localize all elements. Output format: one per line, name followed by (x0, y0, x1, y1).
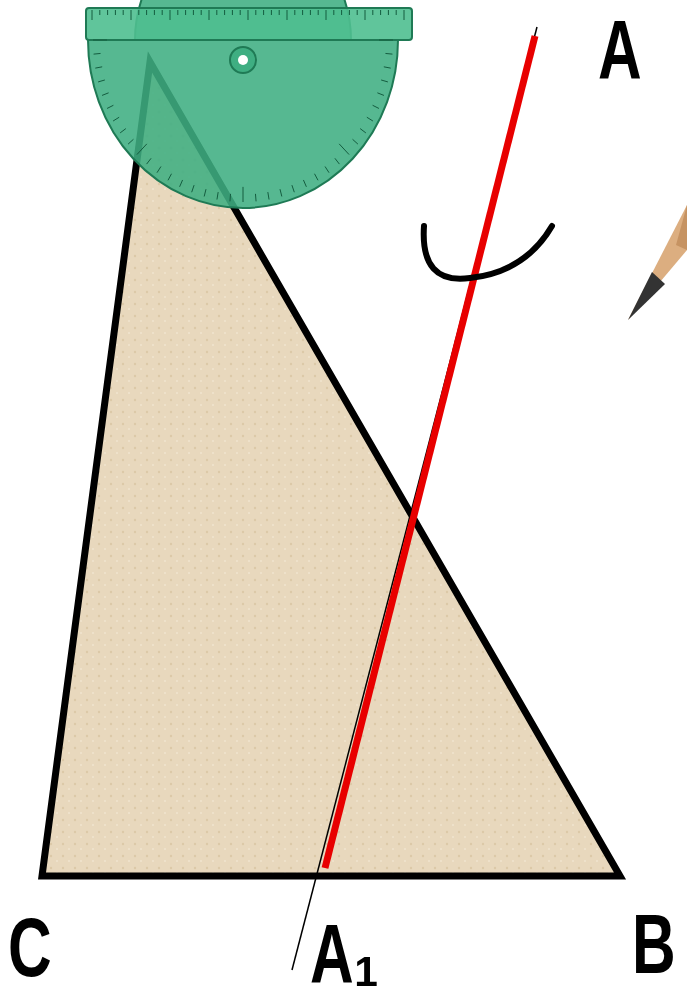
point-label: C (8, 905, 52, 989)
point-label: B (632, 902, 676, 986)
protractor (86, 0, 412, 208)
point-label: A₁ (310, 912, 379, 996)
pencil (628, 205, 687, 320)
compass-arc (424, 226, 552, 279)
triangle (42, 62, 620, 876)
construction-line (292, 27, 537, 970)
red-segment (325, 36, 535, 868)
point-label: A (598, 8, 642, 92)
